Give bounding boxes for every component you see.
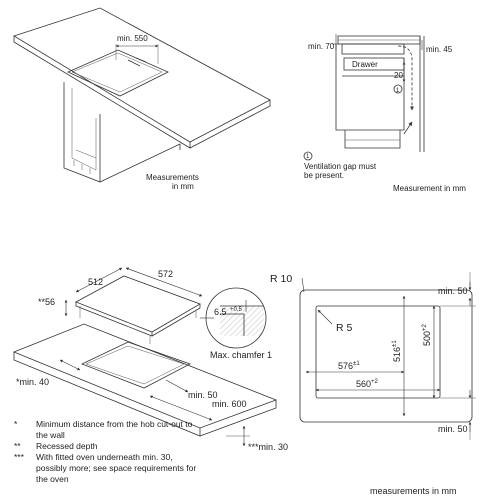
min-45-label: min. 45 xyxy=(426,45,453,54)
hob-dimensions-view xyxy=(12,267,278,447)
dim-500-label: 500+2 xyxy=(422,323,432,346)
caption-tr: Measurement in mm xyxy=(393,184,466,193)
footnote-marker: * xyxy=(14,419,18,429)
min-550-label: min. 550 xyxy=(117,34,148,43)
min-30-label: ***min. 30 xyxy=(248,442,288,452)
min-600-label: min. 600 xyxy=(212,399,247,409)
footnote-text: Minimum distance from the hob cut-out to… xyxy=(36,419,193,440)
caption-br: measurements in mm xyxy=(370,486,457,496)
footnote-marker: ** xyxy=(14,441,21,451)
min-40-label: *min. 40 xyxy=(16,377,49,387)
dim-20-label: 20 xyxy=(394,71,403,80)
footnotes-list: * Minimum distance from the hob cut-out … xyxy=(14,419,204,485)
caption-tl-line1: Measurements xyxy=(146,173,199,182)
caption-tl-line2: in mm xyxy=(172,182,194,191)
dim-6-5-label: 6.5 xyxy=(214,307,227,317)
footnote-text: With fitted oven underneath min. 30, pos… xyxy=(36,452,197,484)
dim-516-label: 516±1 xyxy=(392,340,402,362)
footnote-item: ** Recessed depth xyxy=(14,441,204,452)
circle-1-note-marker xyxy=(303,151,313,161)
dim-56-label: **56 xyxy=(38,297,55,307)
worktop-cutout-view xyxy=(13,7,271,183)
footnote-text: Recessed depth xyxy=(36,441,98,451)
footnote-item: *** With fitted oven underneath min. 30,… xyxy=(14,452,204,485)
min-50-top-label: min. 50 xyxy=(438,286,468,296)
footnote-marker: *** xyxy=(14,452,24,462)
dim-tolerance-label: +0.5 xyxy=(230,307,243,313)
footnote-item: * Minimum distance from the hob cut-out … xyxy=(14,419,204,441)
dim-572-label: 572 xyxy=(158,269,173,279)
cutout-plan-view xyxy=(299,272,476,440)
dim-512-label: 512 xyxy=(88,277,103,287)
r5-label: R 5 xyxy=(336,322,353,334)
min-50-label: min. 50 xyxy=(188,390,218,400)
section-view-drawer xyxy=(332,34,425,152)
min-70-label: min. 70 xyxy=(308,42,335,51)
min-50-bottom-label: min. 50 xyxy=(438,424,468,434)
circle-1-marker: 1 xyxy=(396,88,400,94)
dim-576-label: 576±1 xyxy=(338,361,360,371)
ventilation-note-line2: be present. xyxy=(304,171,344,180)
drawer-label: Drawer xyxy=(352,60,378,69)
ventilation-note-line1: Ventilation gap must xyxy=(304,162,377,171)
circle-1-note-number: 1 xyxy=(306,154,310,160)
max-chamfer-label: Max. chamfer 1 xyxy=(210,350,272,360)
dim-560-label: 560+2 xyxy=(356,379,379,389)
r10-label: R 10 xyxy=(270,273,292,285)
